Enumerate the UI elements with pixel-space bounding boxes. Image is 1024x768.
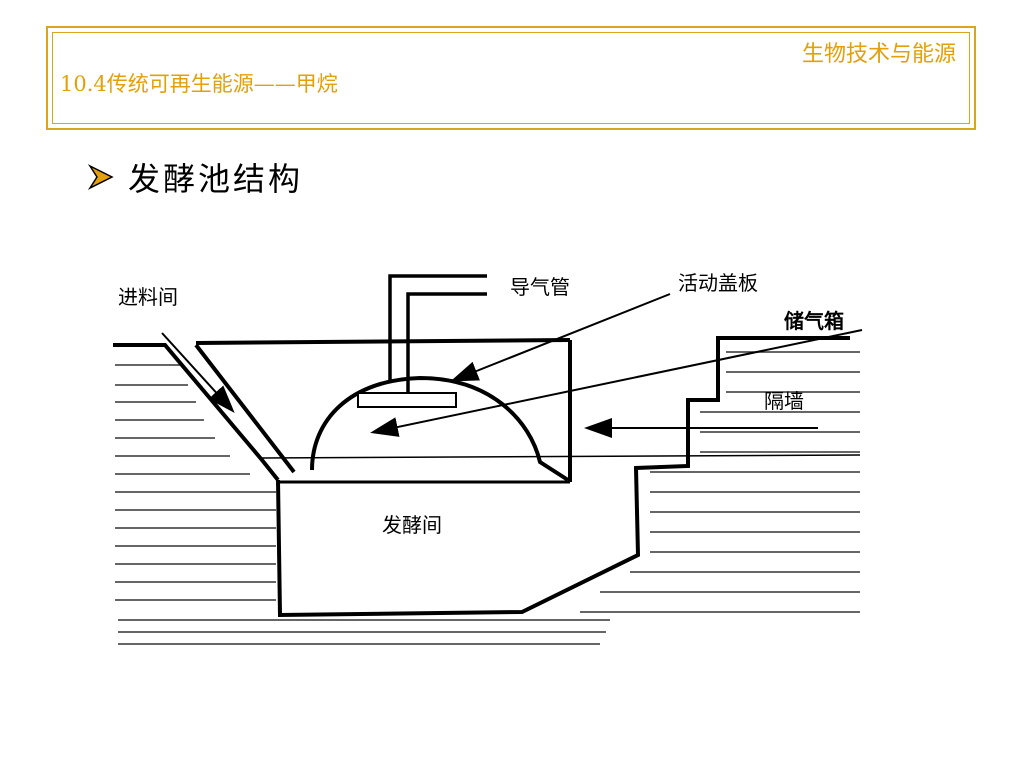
soil-hatching-bottom xyxy=(118,619,610,645)
fermentation-chamber-wall xyxy=(276,336,850,618)
arrowhead-bullet-icon xyxy=(88,164,114,190)
heading-text: 发酵池结构 xyxy=(128,160,304,198)
inlet-inner-wall xyxy=(194,343,296,474)
label-gas-pipe: 导气管 xyxy=(510,275,570,299)
gas-pipe-inner xyxy=(406,292,487,393)
course-title: 生物技术与能源 xyxy=(801,42,956,67)
gas-pipe-outer xyxy=(388,274,487,380)
label-gas-storage: 储气箱 xyxy=(784,309,844,333)
liquid-level-line xyxy=(261,454,861,459)
storage-arrow xyxy=(370,329,863,437)
label-fermentation-chamber: 发酵间 xyxy=(382,513,442,537)
slide-heading: 发酵池结构 xyxy=(88,154,303,200)
inlet-arrow xyxy=(161,332,235,413)
header-inner-border xyxy=(52,32,970,124)
header-box: 生物技术与能源 10.4传统可再生能源——甲烷 xyxy=(46,26,976,130)
cover-arrow xyxy=(450,293,671,382)
movable-cover-plate xyxy=(357,392,457,408)
soil-hatching-right xyxy=(580,351,860,613)
label-partition-wall: 隔墙 xyxy=(764,389,804,413)
top-lid-line xyxy=(195,338,571,345)
soil-hatching-left xyxy=(115,364,276,601)
label-inlet: 进料间 xyxy=(118,285,178,309)
gas-dome xyxy=(310,375,570,482)
section-title: 10.4传统可再生能源——甲烷 xyxy=(60,72,338,96)
label-movable-cover: 活动盖板 xyxy=(678,271,758,295)
